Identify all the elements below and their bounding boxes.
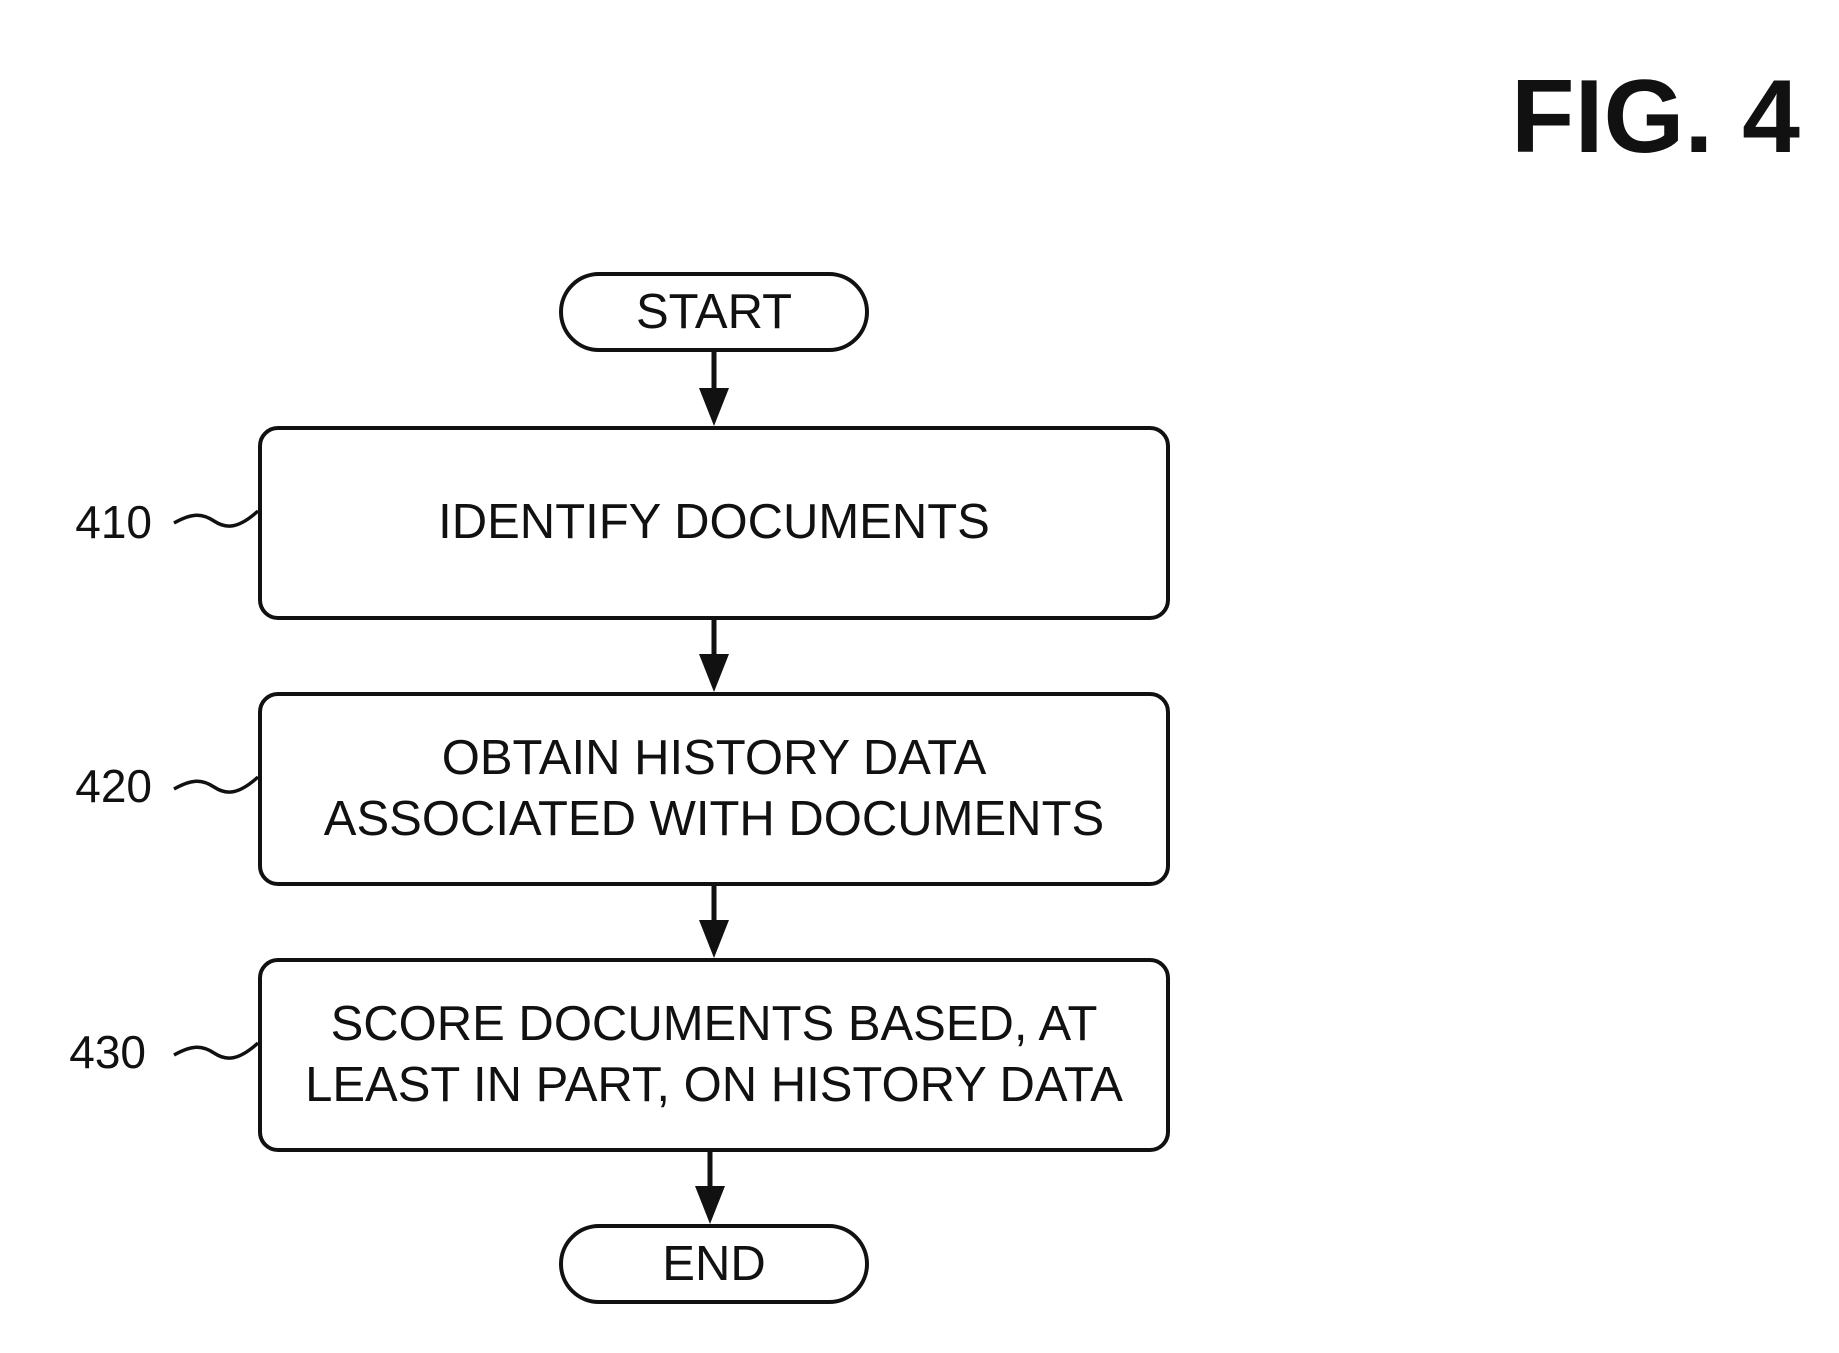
step-420-text-line-1: OBTAIN HISTORY DATA: [442, 731, 987, 785]
end-terminal-label: END: [662, 1237, 765, 1291]
step-420-leader: [173, 775, 260, 794]
step-420-ref: 420: [75, 760, 152, 812]
step-430-text-line-2: LEAST IN PART, ON HISTORY DATA: [305, 1058, 1123, 1112]
step-430-ref: 430: [69, 1026, 146, 1078]
end-terminal-shape: [559, 1224, 869, 1304]
arrow-start-to-410: [699, 350, 729, 426]
step-410: IDENTIFY DOCUMENTS 410: [75, 426, 1170, 620]
arrow-420-to-430-head: [699, 920, 729, 958]
step-410-text: IDENTIFY DOCUMENTS: [438, 495, 990, 549]
arrow-420-to-430: [699, 884, 729, 958]
step-430-text-line-1: SCORE DOCUMENTS BASED, AT: [331, 997, 1098, 1051]
step-420: OBTAIN HISTORY DATA ASSOCIATED WITH DOCU…: [75, 692, 1170, 886]
arrow-start-to-410-head: [699, 388, 729, 426]
arrow-410-to-420-head: [699, 654, 729, 692]
step-420-box: [258, 692, 1170, 886]
arrow-410-to-420: [699, 618, 729, 692]
end-terminal: END: [559, 1224, 869, 1304]
step-420-text-line-2: ASSOCIATED WITH DOCUMENTS: [324, 792, 1104, 846]
step-410-leader: [173, 509, 260, 528]
arrow-430-to-end-head: [695, 1186, 725, 1224]
step-430-leader: [173, 1041, 260, 1060]
start-terminal: START: [559, 272, 869, 352]
step-430: SCORE DOCUMENTS BASED, AT LEAST IN PART,…: [69, 958, 1170, 1152]
arrow-430-to-end: [695, 1150, 725, 1224]
step-410-ref: 410: [75, 496, 152, 548]
start-terminal-label: START: [636, 285, 792, 339]
figure-label: FIG. 4: [1511, 59, 1800, 175]
step-430-box: [258, 958, 1170, 1152]
